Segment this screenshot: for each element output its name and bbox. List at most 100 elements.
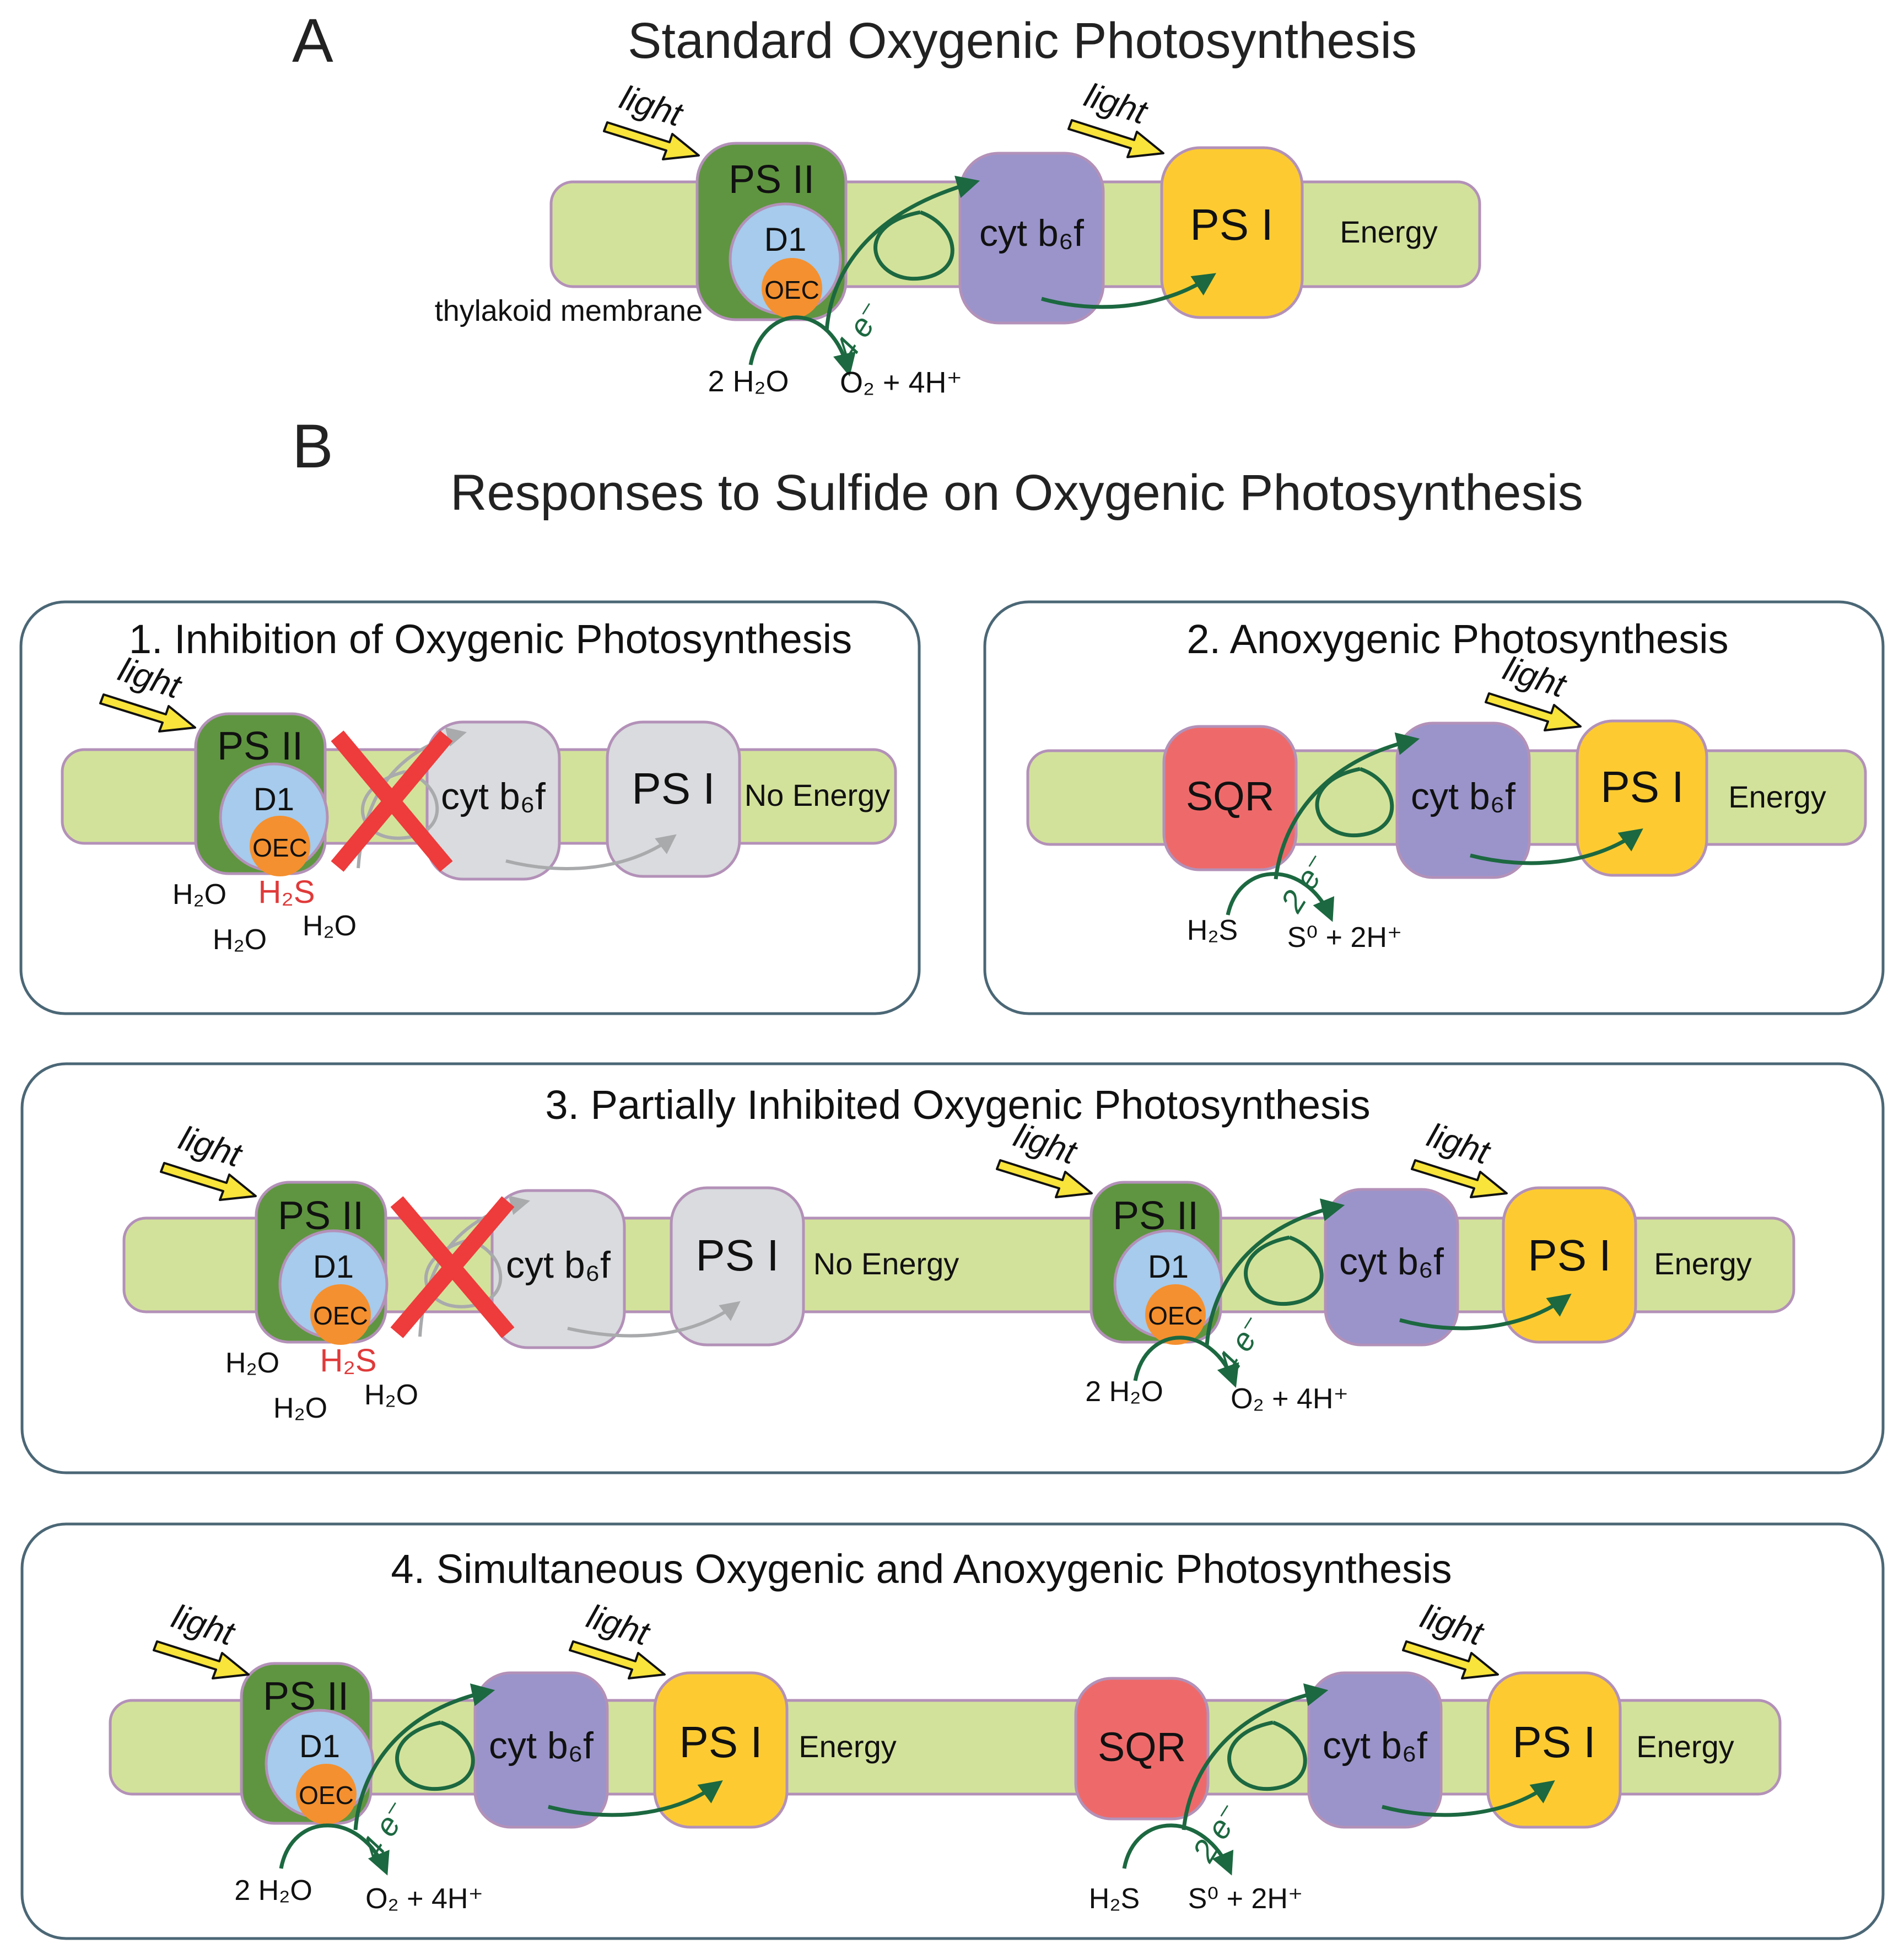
- panel-2-ps1-box: [1576, 719, 1708, 877]
- panel-3-frame: [20, 1062, 1885, 1474]
- panel-4-light-arrow-3: light: [1402, 1597, 1499, 1679]
- panel-3-cyt-to-ps1-arrow: [1399, 1294, 1572, 1331]
- panel-1-title: 1. Inhibition of Oxygenic Photosynthesis: [129, 616, 852, 662]
- panel-4-cyt-to-ps1-arrow-2: [1382, 1780, 1555, 1817]
- oec-circle: [762, 258, 822, 319]
- panel-3-cyt-b6f-inactive-box: [490, 1189, 626, 1349]
- panel-2-light-arrow-shape: [1485, 692, 1582, 731]
- cyt-b6f-label: cyt b₆f: [979, 212, 1084, 254]
- panel-4-light-label-2: light: [582, 1597, 655, 1654]
- panel-1-inactive-flow-arrow-2: [505, 834, 677, 870]
- panel-4-cyt-b6f-2: cyt b₆f: [1307, 1671, 1443, 1829]
- panel-1-oec-circle: [250, 816, 310, 876]
- panel-2-sulfur-output: S⁰ + 2H⁺: [1287, 922, 1403, 954]
- panel-3-q-cycle-loop: [1244, 1235, 1324, 1306]
- light-arrow-ps1: light: [1067, 76, 1164, 158]
- panel-2-q-cycle-loop: [1315, 767, 1394, 838]
- panel-1-h2s: H₂S: [258, 874, 315, 910]
- panel-3-d1-inhibited-label: D1: [313, 1249, 354, 1285]
- panel-3-h2o-a: H₂O: [225, 1347, 279, 1379]
- panel-1-no-energy-label: No Energy: [745, 778, 891, 812]
- panel-1-inhibition: 1. Inhibition of Oxygenic Photosynthesis…: [19, 600, 921, 1015]
- panel-1-ps1-label: PS I: [632, 764, 715, 813]
- panel-4-q-cycle-loop-1: [395, 1720, 475, 1791]
- panel-3-light-arrow-1-shape: [160, 1162, 257, 1201]
- panel-3-light-arrow-3-shape: [1411, 1159, 1508, 1198]
- panel-4-ps1-1-label: PS I: [679, 1717, 762, 1767]
- panel-1-h2o-b: H₂O: [213, 924, 267, 956]
- panel-4-ps1-2-box: [1486, 1671, 1622, 1829]
- panel-1-block-cross: [331, 730, 453, 872]
- cyt-b6f-box: [958, 152, 1105, 325]
- panel-3-partial-inhibition: 3. Partially Inhibited Oxygenic Photosyn…: [20, 1062, 1885, 1474]
- panel-b-letter: B: [292, 412, 333, 481]
- panel-4-simultaneous: 4. Simultaneous Oxygenic and Anoxygenic …: [20, 1522, 1885, 1940]
- panel-2-energy-label: Energy: [1728, 779, 1826, 814]
- thylakoid-membrane-label: thylakoid membrane: [435, 294, 703, 327]
- panel-4-h2s-input: H₂S: [1089, 1883, 1140, 1915]
- panel-4-light-arrow-1: light: [153, 1597, 250, 1679]
- panel-3-oxygen-output: O₂ + 4H⁺: [1231, 1383, 1349, 1415]
- panel-3-oec-active-circle: [1145, 1284, 1206, 1345]
- panel-2-sqr-box: [1162, 725, 1298, 871]
- panel-3-h2o-b: H₂O: [273, 1392, 327, 1424]
- panel-3-ps2-inhibited-label: PS II: [278, 1194, 364, 1238]
- panel-4-light-arrow-2: light: [569, 1597, 666, 1679]
- ps2-label: PS II: [729, 158, 815, 202]
- panel-2-sqr: SQR: [1162, 725, 1298, 871]
- panel-2-cyt-b6f: cyt b₆f: [1395, 721, 1531, 879]
- panel-3-h2o-c: H₂O: [364, 1379, 418, 1411]
- panel-4-light-label-1: light: [168, 1597, 240, 1654]
- panel-b: B Responses to Sulfide on Oxygenic Photo…: [292, 412, 1583, 521]
- panel-3-light-arrow-2-shape: [996, 1159, 1093, 1198]
- panel-2-cyt-to-ps1-arrow: [1470, 828, 1643, 865]
- oxygen-output-label: O₂ + 4H⁺: [840, 366, 962, 399]
- panel-4-sqr-to-cyt-arrow: [1182, 1683, 1329, 1830]
- panel-4-d1-label: D1: [299, 1729, 340, 1764]
- panel-3-inactive-flow-arrow-2: [567, 1301, 741, 1338]
- panel-4-light-arrow-3-shape: [1402, 1640, 1499, 1679]
- panel-a: A Standard Oxygenic Photosynthesis PS II…: [292, 6, 1481, 399]
- panel-4-ps1-1-box: [653, 1671, 789, 1829]
- panel-4-frame: [20, 1522, 1885, 1940]
- panel-3-ps2-to-cyt-arrow: [1205, 1198, 1345, 1345]
- panel-4-sqr-box: [1074, 1677, 1210, 1821]
- panel-1-cyt-b6f-label: cyt b₆f: [441, 776, 546, 817]
- panel-1-light-arrow: light: [99, 650, 196, 733]
- panel-1-ps1-box: [606, 720, 741, 878]
- panel-4-light-arrow-2-shape: [569, 1640, 666, 1679]
- panel-4-ps2-to-cyt-arrow: [353, 1683, 495, 1830]
- panel-3-ps2-inhibited: PS II D1 OEC: [255, 1181, 389, 1345]
- panel-2-cyt-b6f-label: cyt b₆f: [1411, 776, 1515, 817]
- panel-3-light-arrow-3: light: [1411, 1116, 1508, 1198]
- d1-label: D1: [764, 221, 807, 258]
- water-oxidation-arrow: [748, 315, 856, 377]
- panel-4-q-cycle-loop-2: [1227, 1720, 1307, 1791]
- panel-4-cyt-b6f-1: cyt b₆f: [473, 1671, 609, 1829]
- panel-3-ps2-active-label: PS II: [1113, 1194, 1199, 1238]
- panel-b-title: Responses to Sulfide on Oxygenic Photosy…: [450, 465, 1583, 521]
- panel-3-h2s: H₂S: [320, 1343, 376, 1379]
- panel-a-title: Standard Oxygenic Photosynthesis: [628, 13, 1417, 69]
- panel-4-ps1-1: PS I: [653, 1671, 789, 1829]
- panel-3-light-arrow-1: light: [160, 1119, 257, 1201]
- panel-4-energy-label-2: Energy: [1636, 1729, 1734, 1764]
- panel-3-cyt-b6f-inactive-label: cyt b₆f: [506, 1244, 611, 1286]
- panel-3-cyt-b6f-active: cyt b₆f: [1324, 1188, 1459, 1347]
- panel-1-ps2: PS II D1 OEC: [194, 712, 329, 876]
- panel-4-light-label-3: light: [1416, 1597, 1489, 1654]
- panel-4-oxygen-output: O₂ + 4H⁺: [365, 1883, 483, 1915]
- panel-4-ps1-2-label: PS I: [1512, 1717, 1595, 1767]
- light-arrow-ps1-label: light: [1080, 76, 1153, 132]
- light-arrow-ps2-label: light: [616, 78, 688, 134]
- panel-1-cyt-b6f: cyt b₆f: [425, 720, 561, 881]
- cyt-to-ps1-arrow: [1041, 273, 1216, 309]
- panel-2-cyt-b6f-box: [1395, 721, 1531, 879]
- panel-3-oec-inhibited-circle: [310, 1284, 371, 1345]
- panel-3-block-cross: [390, 1196, 515, 1338]
- panel-3-title: 3. Partially Inhibited Oxygenic Photosyn…: [545, 1082, 1370, 1128]
- panel-4-cyt-b6f-1-box: [473, 1671, 609, 1829]
- panel-3-ps1-active: PS I: [1502, 1186, 1637, 1344]
- panel-4-cyt-b6f-2-label: cyt b₆f: [1323, 1725, 1427, 1767]
